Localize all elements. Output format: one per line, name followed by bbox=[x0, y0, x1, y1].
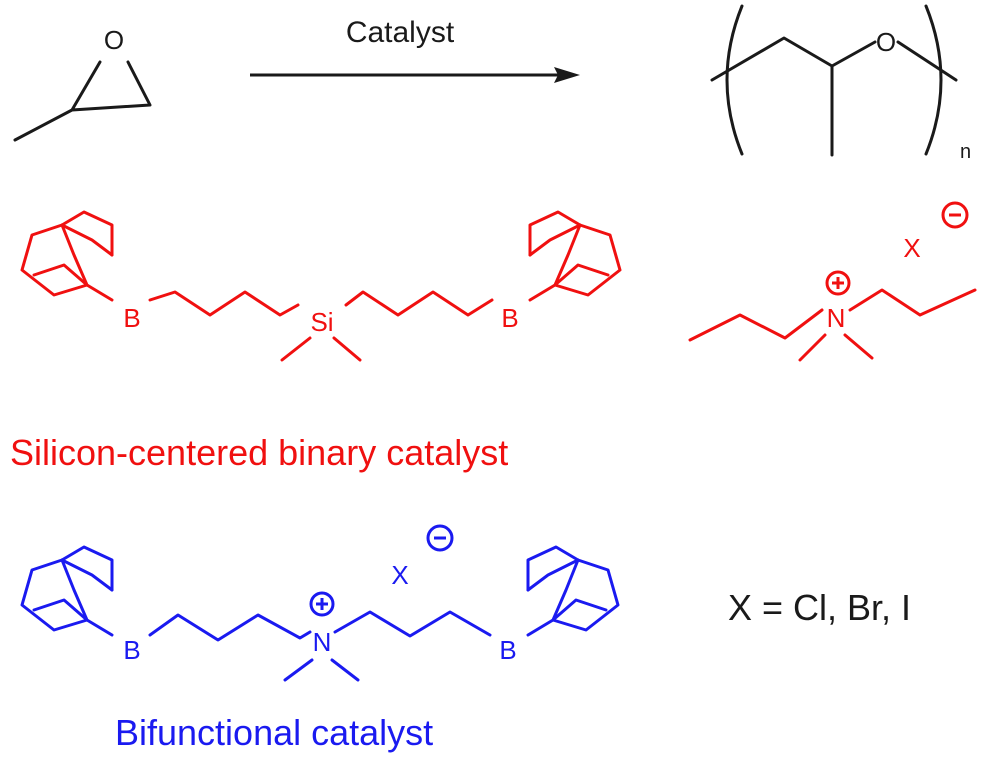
reaction-arrow bbox=[250, 67, 580, 83]
ammonium-nitrogen-atom: N bbox=[827, 303, 846, 333]
halide-definition: X = Cl, Br, I bbox=[728, 587, 911, 628]
bifunctional-anion-symbol: X bbox=[391, 560, 408, 590]
poly-propylene-oxide bbox=[710, 4, 958, 157]
bifunctional-boron-left: B bbox=[123, 635, 140, 665]
arrow-label: Catalyst bbox=[346, 16, 455, 49]
silicon-catalyst-structure bbox=[20, 210, 622, 362]
silicon-catalyst-boron-left: B bbox=[123, 303, 140, 333]
negative-charge-icon bbox=[941, 201, 969, 229]
silicon-catalyst-label: Silicon-centered binary catalyst bbox=[10, 432, 508, 473]
ammonium-anion-symbol: X bbox=[903, 233, 920, 263]
negative-charge-icon bbox=[426, 524, 454, 552]
positive-charge-icon bbox=[309, 591, 335, 617]
bifunctional-nitrogen-atom: N bbox=[313, 627, 332, 657]
monomer-oxygen-atom: O bbox=[104, 25, 124, 55]
bifunctional-boron-right: B bbox=[499, 635, 516, 665]
bifunctional-catalyst-structure bbox=[20, 545, 620, 682]
polymer-subscript: n bbox=[960, 141, 971, 163]
polymer-oxygen-atom: O bbox=[876, 27, 896, 57]
bifunctional-catalyst-label: Bifunctional catalyst bbox=[115, 712, 433, 753]
positive-charge-icon bbox=[825, 270, 851, 296]
ammonium-cocatalyst-structure bbox=[688, 288, 977, 362]
silicon-atom: Si bbox=[310, 307, 333, 337]
propylene-oxide-monomer bbox=[13, 60, 152, 142]
silicon-catalyst-boron-right: B bbox=[501, 303, 518, 333]
